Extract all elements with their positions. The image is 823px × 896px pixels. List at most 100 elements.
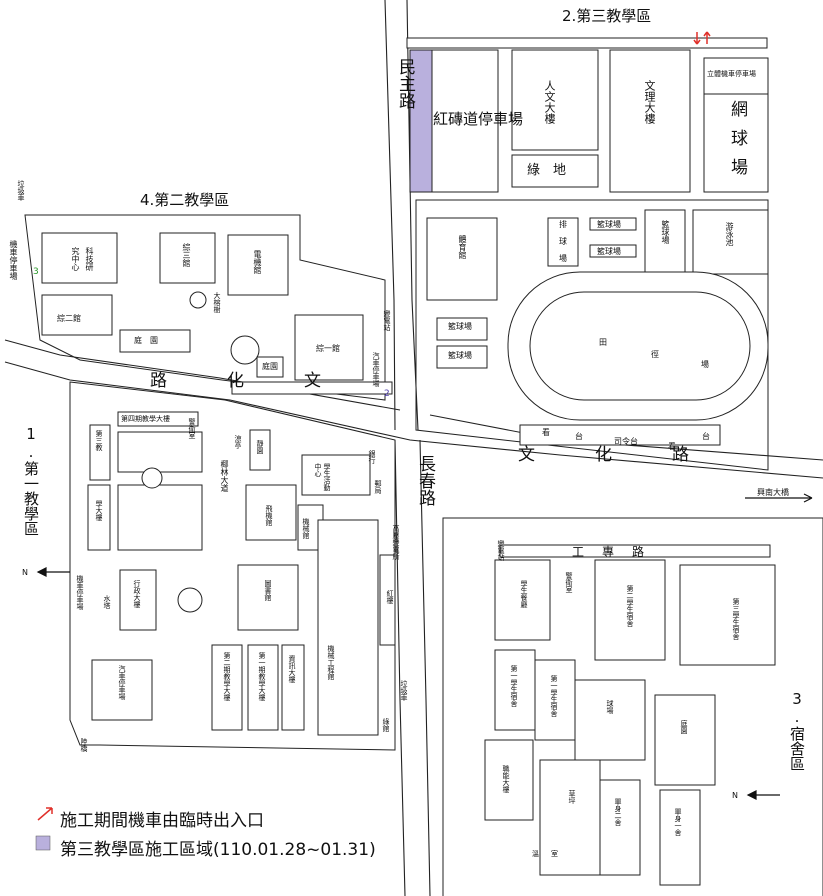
car-parking-zone4: 汽車停車場 xyxy=(372,352,380,387)
zong3-label: 綜三館 xyxy=(182,243,191,267)
garden2-area xyxy=(256,356,284,378)
north-arrow-1 xyxy=(36,567,70,577)
zone2-top-road xyxy=(406,37,768,49)
gym-bldg xyxy=(426,217,498,301)
stand-c: 司令台 xyxy=(614,437,638,446)
post-label: 郵局 xyxy=(374,480,382,494)
library-label: 圖書館 xyxy=(264,580,272,601)
red-building-label: 紅樓 xyxy=(386,590,394,604)
mech-eng-label: 機械工程館 xyxy=(327,645,335,680)
north-arrow-2 xyxy=(746,790,780,800)
info-label: 資訊大樓 xyxy=(288,655,296,683)
student-act-bldg xyxy=(301,454,371,496)
pool-bldg xyxy=(692,209,769,275)
red-bldg xyxy=(379,554,396,646)
bridge-arrow xyxy=(745,493,813,503)
north-label-1: N xyxy=(22,568,28,577)
legend-area-text: 第三教學區施工區域(110.01.28~01.31) xyxy=(60,840,376,860)
stand-strip xyxy=(519,424,721,446)
info-bldg xyxy=(281,644,305,731)
road-minzhu-label: 民主路 xyxy=(395,58,415,109)
student-act-label: 學生活動中心 xyxy=(314,463,331,491)
num2-label: 2 xyxy=(384,389,390,399)
dorm2-label: 第二學生宿舍 xyxy=(626,585,634,627)
research-label: 科技研究中心 xyxy=(71,247,94,271)
building4-label: 第四期教學大樓 xyxy=(121,415,170,423)
building4 xyxy=(117,411,199,427)
legend-arrow-text: 施工期間機車由臨時出入口 xyxy=(60,811,264,831)
garage-label: 陸橋 xyxy=(80,738,88,752)
single1-bldg xyxy=(659,789,701,886)
quad-north xyxy=(117,431,203,473)
gongzhuan-road xyxy=(499,544,771,558)
stand-e: 台 xyxy=(702,432,710,441)
car-park-zone1 xyxy=(91,659,153,721)
volleyball-b: 球 xyxy=(559,237,567,246)
car-parking-zone1: 汽車停車場 xyxy=(118,665,126,700)
aviation-bldg xyxy=(245,484,297,541)
guard-label-zone1: 警衛室 xyxy=(188,418,196,439)
tennis-court xyxy=(703,93,769,193)
banyan-label: 大榕樹 xyxy=(213,292,221,313)
single2-bldg xyxy=(599,779,641,876)
moto-parking-bldg xyxy=(703,57,769,95)
wenhua-strip xyxy=(231,381,393,395)
zone2-title: 2.第三教學區 xyxy=(562,7,652,25)
canteen-label: 學生餐廳 xyxy=(520,580,528,608)
dorm3-label: 第三學生宿舍 xyxy=(732,598,740,640)
science-label: 文理大樓 xyxy=(643,80,656,124)
admin-label: 行政大樓 xyxy=(133,580,141,608)
zone1-title: 1.第一教學區 xyxy=(22,425,40,536)
basketball4-label: 籃球場 xyxy=(448,322,472,331)
num3-label: 3 xyxy=(33,267,39,277)
dorm2-bldg xyxy=(594,559,666,661)
cool-label: 涼亭 xyxy=(234,435,242,449)
pool-label: 游泳池 xyxy=(725,222,734,246)
zone1-outline xyxy=(69,381,396,751)
track-c: 場 xyxy=(701,360,709,369)
humanities-bldg xyxy=(511,49,599,151)
quad-south xyxy=(117,484,203,551)
lu-label: 綠館 xyxy=(382,718,390,732)
jing-garden xyxy=(249,429,271,471)
admin-circle xyxy=(177,587,203,613)
quad-circle xyxy=(141,467,163,489)
coconut-avenue-label: 椰林大道 xyxy=(220,460,229,492)
volleyball-c: 場 xyxy=(559,254,567,263)
basketball-court-4 xyxy=(436,317,488,341)
court-label: 球場 xyxy=(606,700,614,714)
canteen-bldg xyxy=(494,559,551,641)
admin-bldg xyxy=(119,569,157,631)
ee-label: 電機館 xyxy=(253,250,262,274)
substation-label-zone3: 變電站 xyxy=(497,540,505,561)
substation-label-zone4: 變電站 xyxy=(383,310,391,331)
basketball2-label: 籃球場 xyxy=(597,247,621,256)
volleyball-a: 排 xyxy=(559,220,567,229)
volleyball-court xyxy=(547,217,579,267)
single1-label: 單身一舍 xyxy=(674,808,682,836)
zone3-outline xyxy=(442,517,823,896)
basketball1-label: 籃球場 xyxy=(597,220,621,229)
edu3-label: 第三教 xyxy=(95,430,103,451)
basketball5-label: 籃球場 xyxy=(448,351,472,360)
zong1-bldg xyxy=(294,314,364,381)
stand-d: 看 xyxy=(668,442,676,451)
lawn-area xyxy=(539,759,601,876)
dorm1b-label: 第一學生宿舍 xyxy=(550,675,558,717)
track-a: 田 xyxy=(599,338,607,347)
legend-area-swatch xyxy=(35,835,51,851)
dorm1a-label: 第一學生宿舍 xyxy=(510,665,518,707)
moto-parking-zone4: 機車停車場 xyxy=(9,240,18,280)
stand-b: 台 xyxy=(575,432,583,441)
lawn-label: 草坪 xyxy=(568,790,576,804)
dorm3-bldg xyxy=(679,564,776,666)
garden-zone3-label: 庭園 xyxy=(680,720,688,734)
school-bldg xyxy=(87,484,111,551)
edu2-label: 第二期教學大樓 xyxy=(223,652,231,701)
road-changchun-left xyxy=(394,439,406,896)
dorm1b-bldg xyxy=(534,659,576,741)
edu1-bldg xyxy=(247,644,279,731)
garden1-area xyxy=(119,329,191,353)
track-inner xyxy=(529,291,751,401)
